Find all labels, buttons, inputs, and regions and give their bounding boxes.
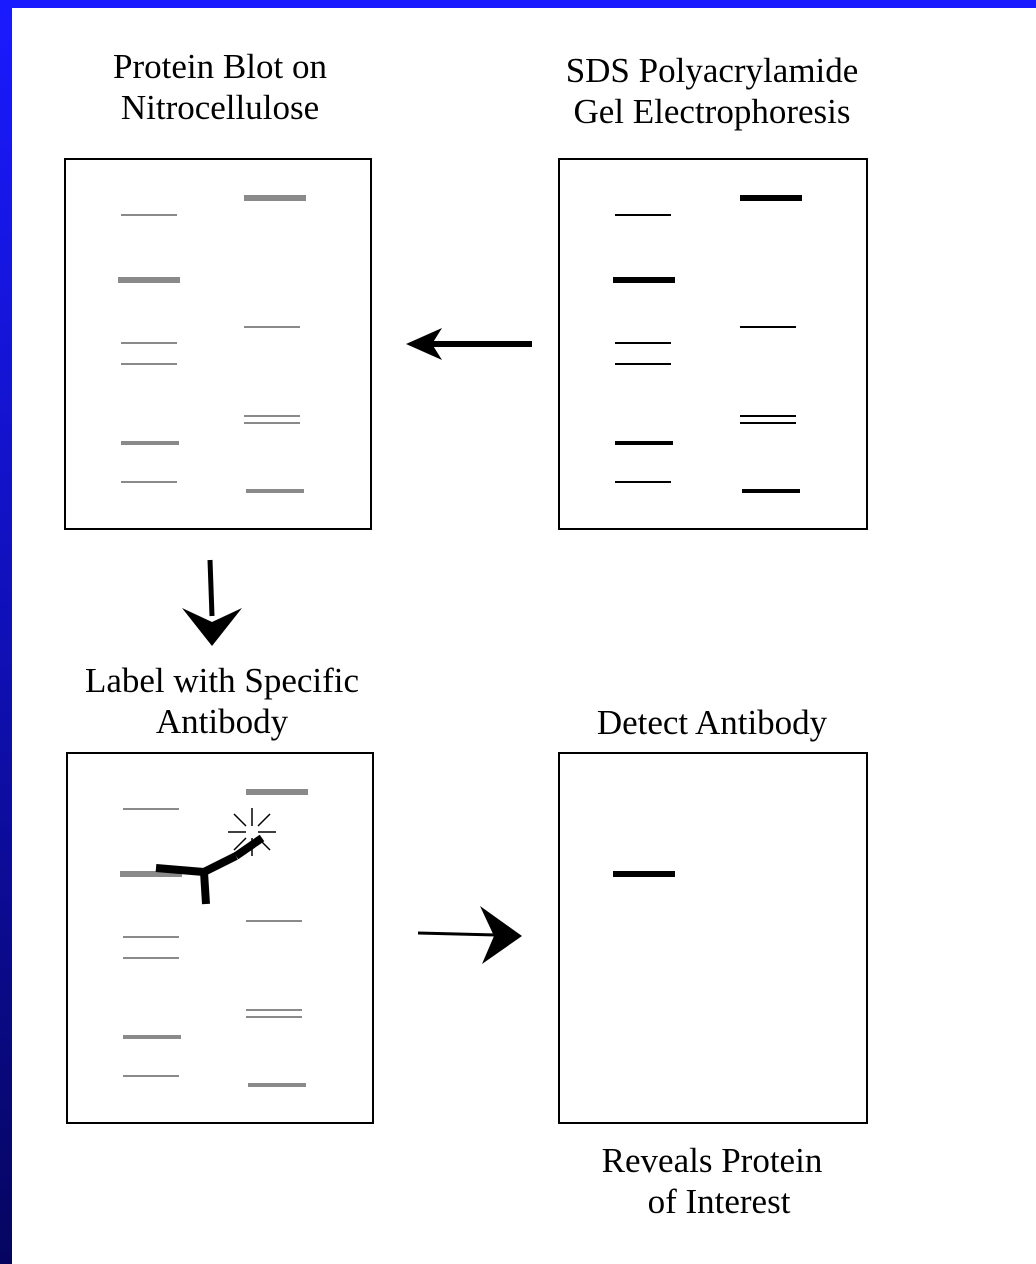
blot-band	[246, 1016, 302, 1018]
left-arrow-icon	[406, 328, 532, 360]
panel-sds-gel	[558, 158, 868, 530]
gel-band	[615, 441, 673, 445]
blot-band	[121, 363, 177, 365]
blot-band	[246, 789, 308, 795]
gel-band	[740, 195, 802, 201]
caption-protein-blot-line1: Protein Blot on	[113, 47, 327, 86]
blot-band	[123, 957, 179, 959]
blot-band	[121, 481, 177, 483]
gel-band	[740, 326, 796, 328]
panel-protein-blot	[64, 158, 372, 530]
blot-band	[118, 277, 180, 283]
antibody-icon	[155, 834, 265, 905]
caption-sds-page: SDS Polyacrylamide Gel Electrophoresis	[522, 50, 902, 132]
blot-band	[120, 871, 182, 877]
caption-reveals-line2: of Interest	[647, 1182, 791, 1221]
caption-reveals-line1: Reveals Protein	[601, 1141, 823, 1180]
gel-band	[740, 422, 796, 424]
gel-band	[613, 277, 675, 283]
gel-band	[742, 489, 800, 493]
blot-band	[123, 1035, 181, 1039]
gel-band	[615, 363, 671, 365]
blot-band	[121, 342, 177, 344]
sparkle-icon	[228, 808, 276, 856]
blot-band	[123, 936, 179, 938]
caption-label-antibody-line2: Antibody	[155, 702, 289, 741]
caption-reveals: Reveals Protein of Interest	[552, 1140, 872, 1222]
blot-band	[121, 214, 177, 216]
blot-band	[244, 326, 300, 328]
blot-band	[123, 808, 179, 810]
caption-label-antibody-line1: Label with Specific	[84, 661, 360, 700]
caption-sds-page-line1: SDS Polyacrylamide	[565, 51, 859, 90]
caption-sds-page-line2: Gel Electrophoresis	[573, 92, 851, 131]
gel-band	[740, 415, 796, 417]
blot-band	[248, 1083, 306, 1087]
blot-band	[246, 489, 304, 493]
gel-band	[615, 214, 671, 216]
right-arrow-icon	[417, 906, 522, 964]
detected-band	[613, 871, 675, 877]
blot-band	[246, 1009, 302, 1011]
blot-band	[121, 441, 179, 445]
blot-band	[246, 920, 302, 922]
caption-label-antibody: Label with Specific Antibody	[52, 660, 392, 742]
caption-protein-blot: Protein Blot on Nitrocellulose	[60, 46, 380, 128]
gel-band	[615, 481, 671, 483]
diagram-canvas: Protein Blot on Nitrocellulose SDS Polya…	[12, 8, 1036, 1264]
blot-band	[244, 195, 306, 201]
blot-band	[244, 415, 300, 417]
caption-detect-antibody-line1: Detect Antibody	[596, 703, 828, 742]
panel-antibody-label	[66, 752, 374, 1124]
panel-detect-result	[558, 752, 868, 1124]
gel-band	[615, 342, 671, 344]
caption-detect-antibody: Detect Antibody	[552, 702, 872, 743]
down-arrow-icon	[182, 559, 242, 646]
caption-protein-blot-line2: Nitrocellulose	[120, 88, 320, 127]
blot-band	[244, 422, 300, 424]
blot-band	[123, 1075, 179, 1077]
